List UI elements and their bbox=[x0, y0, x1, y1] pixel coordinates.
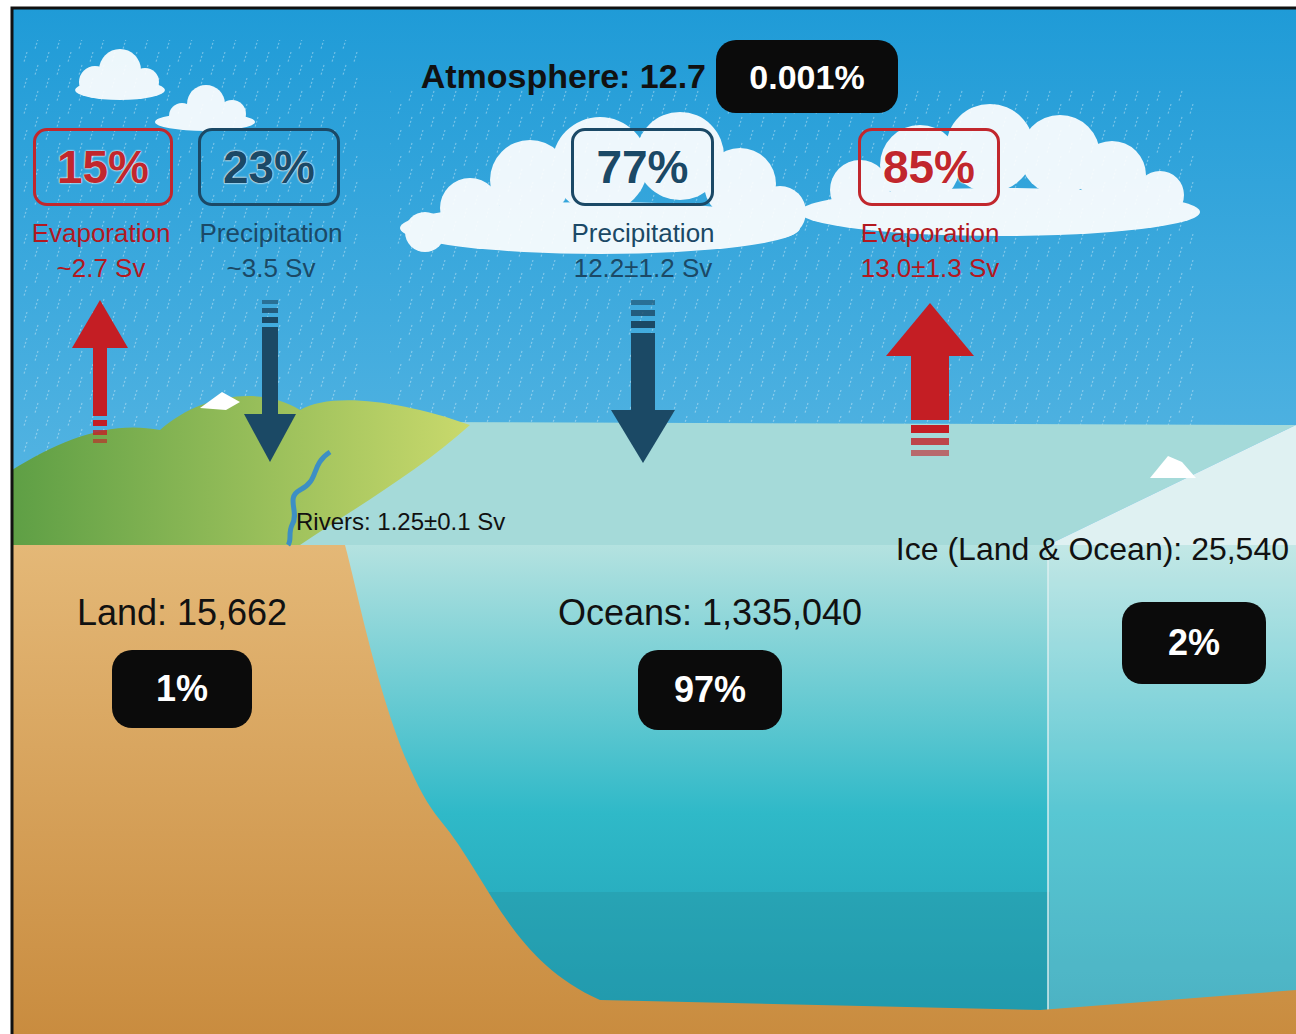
flux-value: ~2.7 Sv bbox=[57, 254, 146, 283]
percent-value: 1% bbox=[156, 671, 208, 707]
reservoir-label: Ice (Land & Ocean): 25,540 bbox=[896, 532, 1289, 567]
percent-value: 97% bbox=[674, 672, 746, 708]
percent-value: 0.001% bbox=[749, 60, 864, 94]
percent-box: 23%Precipitation~3.5 Sv bbox=[198, 128, 340, 206]
rain bbox=[20, 40, 360, 470]
arrow-stripe bbox=[93, 430, 107, 435]
cloud bbox=[131, 68, 159, 96]
evaporation-arrow bbox=[72, 300, 128, 443]
flux-value: ~3.5 Sv bbox=[227, 254, 316, 283]
arrow-stripe bbox=[631, 300, 655, 305]
arrow-stripe bbox=[911, 438, 949, 445]
percent-value: 2% bbox=[1168, 625, 1220, 661]
snow-peak bbox=[200, 392, 240, 410]
percent-value: 77% bbox=[596, 144, 688, 190]
ice-block bbox=[1048, 545, 1296, 1034]
arrow-stripe bbox=[262, 300, 278, 304]
percent-value: 85% bbox=[883, 144, 975, 190]
percent-box: 77%Precipitation12.2±1.2 Sv bbox=[571, 128, 714, 206]
percent-box: 15%Evaporation~2.7 Sv bbox=[33, 128, 173, 206]
reservoir-label: Atmosphere: 12.7 bbox=[421, 58, 706, 95]
reservoir-label: Land: 15,662 bbox=[77, 593, 287, 633]
precipitation-arrow bbox=[611, 300, 675, 463]
percent-pill: Oceans: 1,335,04097% bbox=[638, 650, 782, 730]
cloud bbox=[218, 100, 246, 128]
percent-pill: Atmosphere: 12.70.001% bbox=[716, 40, 898, 113]
arrow-shaft bbox=[262, 327, 278, 417]
arrow-stripe bbox=[911, 450, 949, 456]
ice-surface bbox=[1048, 425, 1296, 545]
arrow-shaft bbox=[631, 333, 655, 413]
cloud bbox=[754, 186, 806, 238]
flux-name: Precipitation bbox=[199, 219, 342, 248]
percent-pill: Land: 15,6621% bbox=[112, 650, 252, 728]
flux-value: 12.2±1.2 Sv bbox=[574, 254, 713, 283]
arrow-stripe bbox=[93, 420, 107, 426]
arrow-head bbox=[244, 414, 296, 462]
reservoir-label: Oceans: 1,335,040 bbox=[558, 593, 862, 633]
flux-name: Evaporation bbox=[32, 219, 171, 248]
flux-name: Precipitation bbox=[571, 219, 714, 248]
cloud bbox=[75, 49, 1200, 254]
percent-value: 23% bbox=[223, 144, 315, 190]
arrow-shaft bbox=[93, 346, 107, 416]
frame bbox=[12, 8, 1296, 1034]
cloud bbox=[1078, 141, 1146, 209]
arrow-stripe bbox=[93, 439, 107, 443]
flux-name: Evaporation bbox=[861, 219, 1000, 248]
arrow-head bbox=[611, 410, 675, 463]
cloud bbox=[405, 212, 445, 252]
river-label: Rivers: 1.25±0.1 Sv bbox=[296, 509, 505, 535]
percent-value: 15% bbox=[57, 144, 149, 190]
flux-value: 13.0±1.3 Sv bbox=[861, 254, 1000, 283]
arrow-stripe bbox=[631, 310, 655, 316]
rain bbox=[390, 90, 1200, 470]
arrow-stripe bbox=[631, 321, 655, 328]
precipitation-arrow bbox=[244, 300, 296, 462]
cloud bbox=[1136, 171, 1184, 219]
land-soil bbox=[12, 545, 1296, 1034]
arrow-stripe bbox=[262, 308, 278, 313]
arrow-head bbox=[886, 303, 974, 356]
arrow-shaft bbox=[911, 354, 949, 420]
ice-edge bbox=[1047, 545, 1049, 1010]
evaporation-arrow bbox=[886, 303, 974, 456]
iceberg bbox=[1150, 456, 1196, 478]
arrow-head bbox=[72, 300, 128, 348]
sky bbox=[12, 8, 1296, 1034]
percent-box: 85%Evaporation13.0±1.3 Sv bbox=[858, 128, 1000, 206]
arrow-stripe bbox=[911, 425, 949, 433]
arrow-stripe bbox=[262, 317, 278, 323]
percent-pill: Ice (Land & Ocean): 25,5402% bbox=[1122, 602, 1266, 684]
